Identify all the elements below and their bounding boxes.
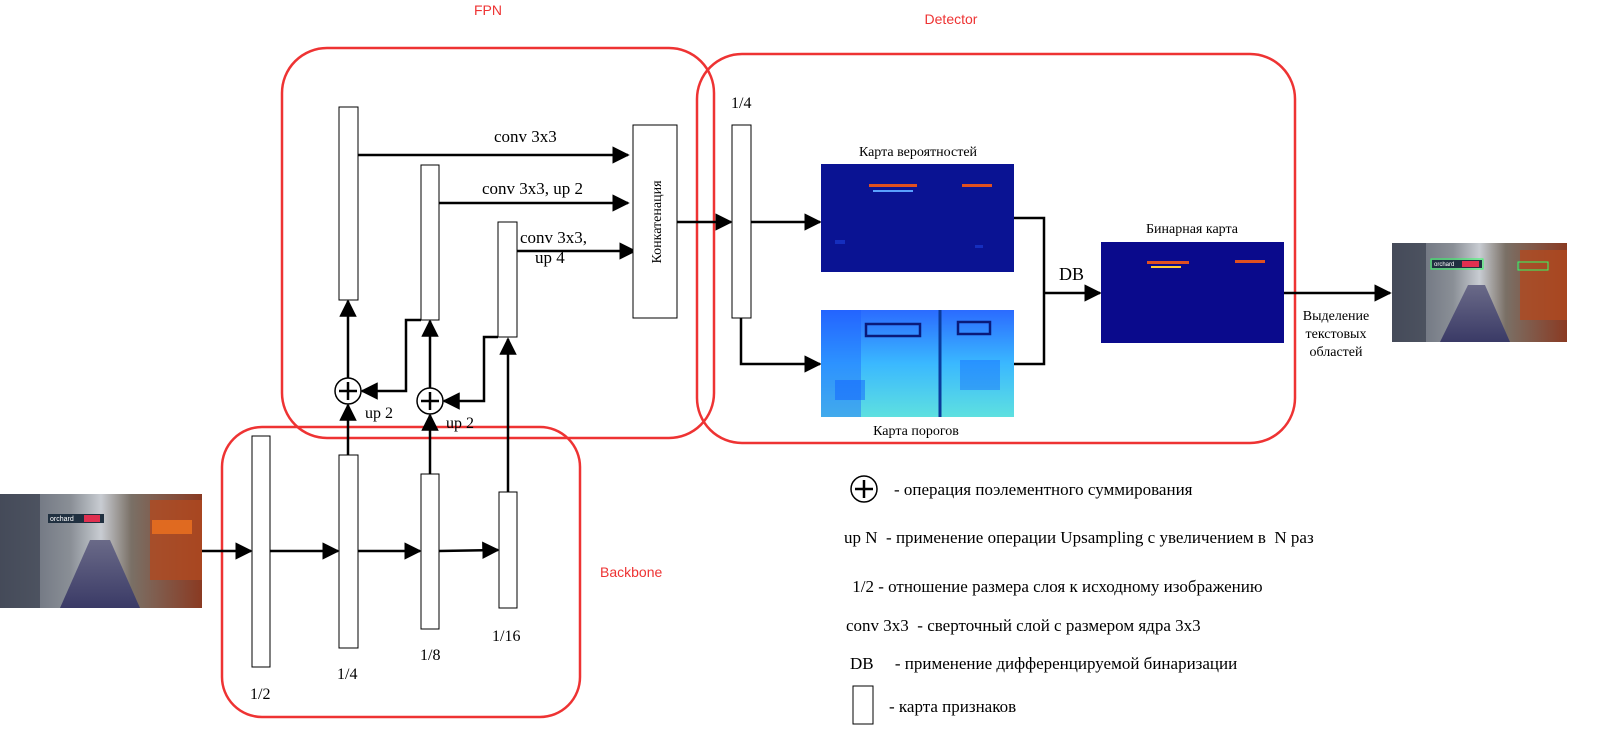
threshold-map-label: Карта порогов (873, 424, 959, 439)
sum-operation-icon-right (416, 387, 444, 415)
scale-label-1-2: 1/2 (250, 686, 270, 703)
scale-label-1-4: 1/4 (337, 666, 357, 683)
legend-feature-map-icon (852, 685, 874, 725)
legend-conv-text: conv 3x3 - сверточный слой с размером яд… (846, 616, 1201, 635)
fpn-feature-map-2 (420, 164, 440, 321)
arrow-to-thresh-map (739, 318, 822, 373)
concat-label: Конкатенация (650, 180, 665, 264)
fpn-feature-map-3 (497, 221, 518, 338)
detector-group-border (695, 52, 1297, 445)
probability-map-label: Карта вероятностей (859, 145, 978, 160)
conv-label-2: conv 3x3, up 2 (482, 179, 583, 198)
backbone-group-border (220, 425, 582, 719)
probability-map-image (821, 164, 1014, 272)
arrow-backbone-1-8-to-1-16 (438, 541, 500, 560)
input-image: orchard (0, 494, 202, 608)
svg-text:orchard: orchard (50, 516, 74, 523)
fpn-feature-map-1 (338, 106, 359, 301)
scale-label-1-16: 1/16 (492, 628, 520, 645)
fpn-group-border (280, 46, 716, 440)
legend-upn-text: up N - применение операции Upsampling с … (844, 528, 1314, 547)
conv-label-1: conv 3x3 (494, 127, 557, 146)
backbone-feature-map-1-8 (420, 473, 440, 630)
backbone-group-label: Backbone (600, 564, 662, 580)
binary-map-label: Бинарная карта (1146, 222, 1239, 237)
connector-prob-to-db (1014, 216, 1046, 293)
svg-text:orchard: orchard (1434, 262, 1454, 268)
output-image: orchard (1392, 243, 1567, 342)
legend-db-text: DB - применение дифференцируемой бинариз… (850, 654, 1237, 673)
upsample-path-fpn-3-to-sum-right (442, 335, 498, 410)
scale-label-1-8: 1/8 (420, 647, 440, 664)
connector-thresh-to-db (1014, 293, 1046, 366)
output-label-line1: Выделение (1303, 309, 1369, 324)
legend-ratio-text: 1/2 - отношение размера слоя к исходному… (848, 577, 1263, 596)
legend-sum-icon (850, 475, 878, 503)
upsample-label-right: up 2 (446, 415, 474, 432)
conv-label-3-line2: up 4 (535, 248, 565, 267)
threshold-map-image (821, 310, 1014, 417)
detector-feature-map (731, 124, 752, 319)
output-label-line3: областей (1309, 345, 1363, 360)
detector-scale-label: 1/4 (731, 95, 751, 112)
binary-map-image (1101, 242, 1284, 343)
legend-sum-text: - операция поэлементного суммирования (894, 480, 1193, 499)
conv-label-3-line1: conv 3x3, (520, 228, 587, 247)
fpn-group-label: FPN (474, 2, 502, 18)
legend-fmap-text: - карта признаков (889, 697, 1016, 716)
backbone-feature-map-1-2 (251, 435, 271, 668)
sum-operation-icon-left (334, 377, 362, 405)
detector-group-label: Detector (925, 11, 978, 27)
db-label: DB (1059, 264, 1084, 284)
concat-block (632, 124, 678, 319)
upsample-path-fpn-2-to-sum-left (360, 318, 421, 400)
output-label-line2: текстовых (1306, 327, 1367, 342)
backbone-feature-map-1-16 (498, 491, 518, 609)
upsample-label-left: up 2 (365, 405, 393, 422)
backbone-feature-map-1-4 (338, 454, 359, 649)
